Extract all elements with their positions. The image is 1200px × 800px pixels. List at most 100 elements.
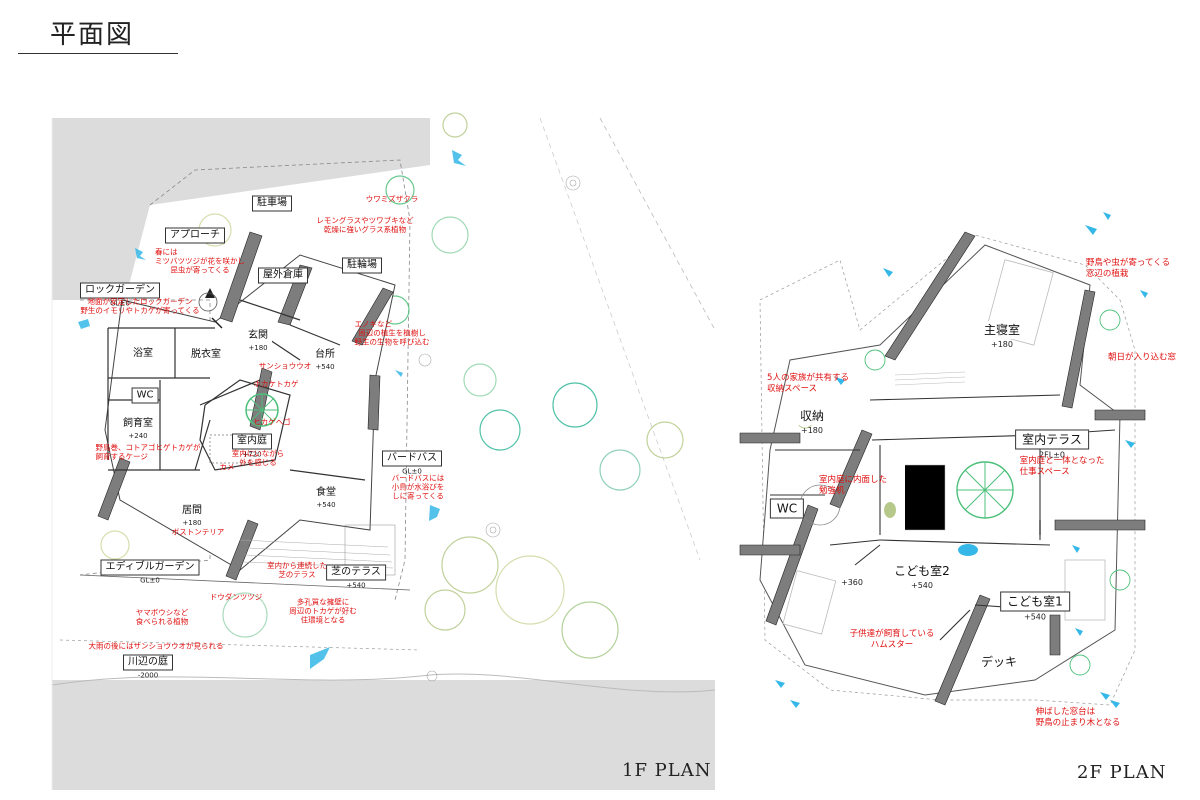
note-shared-storage: 5人の家族が共有する 収納スペース	[767, 373, 849, 395]
room-level: +540	[316, 501, 336, 509]
room-level: +240	[128, 432, 148, 440]
room-level: +180	[182, 519, 202, 527]
room-name: デッキ	[974, 653, 1024, 671]
note-line: ボストンテリア	[171, 527, 225, 537]
note-work-space: 室内庭と一体となった 仕事スペース	[1020, 456, 1105, 478]
note-uwamizuzakura: ウワミズザクラ	[366, 195, 419, 204]
room-rock-garden: ロックガーデン GL±0	[80, 278, 160, 309]
note-enoki: エノキなど 周辺の植生を植樹し 野生の生物を呼び込む	[355, 320, 430, 347]
note-line: 野鳥の止まり木となる	[1035, 718, 1121, 728]
room-name: 駐車場	[252, 195, 292, 212]
room-level: +540	[315, 363, 335, 371]
room-name: 台所	[311, 348, 339, 362]
room-name: 居間	[178, 504, 206, 518]
room-approach: アプローチ	[165, 223, 225, 244]
room-outdoor-storage: 屋外倉庫	[258, 263, 308, 284]
note-line: 朝日が入り込む窓	[1107, 352, 1177, 363]
note-line: 地面が安定したロックガーデン	[87, 297, 193, 306]
note-line: 野生の生物を呼び込む	[354, 337, 430, 347]
note-line: 飼育するケージ	[95, 452, 148, 461]
room-deck: デッキ	[974, 651, 1024, 671]
note-line: 窓辺の植栽	[1085, 269, 1129, 279]
note-window-sill-perch: 伸ばした窓台は 野鳥の止まり木となる	[1036, 707, 1121, 729]
note-line: 野鳥や虫が寄ってくる	[1085, 258, 1171, 268]
note-line: 周辺の植生を植樹し	[358, 328, 426, 338]
room-name: 室内テラス	[1015, 429, 1089, 450]
room-name: 玄関	[244, 329, 272, 343]
note-boston-terrier: ボストンテリア	[172, 528, 225, 537]
room-edible-garden: エディブルガーデン GL±0	[100, 555, 200, 586]
room-lawn-terrace: 芝のテラス +540	[326, 560, 386, 591]
room-level: +540	[346, 581, 366, 590]
note-line: 室内から連続した	[267, 561, 327, 570]
room-indoor-garden: 室内庭 +720	[232, 429, 272, 460]
room-wc-2f: WC	[769, 498, 805, 519]
note-line: 昆虫が寄ってくる	[170, 265, 230, 275]
note-continuous-terrace: 室内から連続した 芝のテラス	[267, 561, 327, 579]
room-name: 飼育室	[119, 417, 157, 431]
note-line: 春には	[155, 247, 178, 257]
note-study-desk: 室内庭に内面した 勉強机	[819, 475, 887, 497]
room-name: こども室2	[888, 562, 956, 580]
plan2-label: 2F PLAN	[1077, 762, 1167, 783]
level-marker: +360	[841, 577, 863, 587]
note-line: レモングラスやツワブキなど	[316, 216, 414, 225]
note-line: ヤマボウシなど	[135, 608, 189, 617]
plan1-site	[51, 117, 716, 790]
note-line: 仕事スペース	[1019, 467, 1070, 477]
note-line: 室内庭と一体となった	[1019, 456, 1105, 466]
note-porous-wall: 多孔質な擁壁に 周辺のトカゲが好む 住環境となる	[289, 598, 357, 625]
room-dressing: 脱衣室	[187, 342, 225, 362]
page-title: 平面図	[50, 20, 135, 50]
level-value: +360	[841, 578, 863, 587]
note-line: ドウダンツツジ	[209, 592, 263, 602]
note-azalea-spring: 春には ミツバツツジが花を咲かし 昆虫が寄ってくる	[155, 248, 245, 275]
note-hikagehego: ヒカゲヘゴ	[253, 418, 291, 427]
note-line: 野生のイモリやトカゲが寄ってくる	[80, 306, 200, 315]
note-hokaketokage: ホカケトカゲ	[254, 380, 299, 389]
room-name: 駐輪場	[342, 257, 382, 274]
note-line: エノキなど	[354, 319, 393, 329]
note-line: 多孔質な擁壁に	[296, 597, 350, 607]
note-line: ウワミズザクラ	[365, 194, 419, 204]
room-name: 屋外倉庫	[258, 267, 308, 284]
note-line: しに寄ってくる	[392, 491, 444, 501]
room-name: バードバス	[382, 450, 442, 467]
plan2-building	[739, 212, 1148, 708]
title-underline	[18, 53, 178, 54]
room-level: +540	[911, 581, 933, 590]
room-name: 浴室	[129, 347, 157, 361]
room-level: GL±0	[140, 576, 160, 585]
room-breeding: 飼育室 +240	[119, 411, 157, 441]
room-name: 脱衣室	[187, 348, 225, 362]
room-level: +180	[801, 426, 823, 435]
note-line: 大雨の後にはサンショウウオが見られる	[88, 641, 224, 651]
note-line: 室内にいながら	[231, 449, 285, 458]
note-breeding-cage: 野鳥巻、コトアゴヒゲトカゲが 飼育するケージ	[96, 443, 201, 461]
room-name: 収納	[793, 407, 831, 425]
note-line: バードバスには	[391, 473, 445, 483]
note-rock-garden: 地面が安定したロックガーデン 野生のイモリやトカゲが寄ってくる	[80, 297, 199, 315]
room-level: GL±0	[402, 467, 422, 476]
room-name: 食堂	[312, 486, 340, 500]
note-heavy-rain: 大雨の後にはサンショウウオが見られる	[89, 642, 224, 651]
room-riverside-garden: 川辺の庭 -2000	[123, 650, 173, 681]
note-morning-window: 朝日が入り込む窓	[1108, 353, 1176, 364]
room-name: 芝のテラス	[326, 564, 386, 581]
note-line: 芝のテラス	[278, 570, 316, 579]
room-level: +180	[248, 344, 268, 352]
note-feel-outside: 室内にいながら 外を感じる	[232, 449, 285, 467]
note-line: 伸ばした窓台は	[1035, 707, 1096, 717]
plan1-label: 1F PLAN	[622, 760, 712, 781]
note-hamster: 子供達が飼育している ハムスター	[850, 629, 935, 651]
room-parking: 駐車場	[252, 191, 292, 212]
room-indoor-terrace: 室内テラス 2FL±0	[1015, 429, 1089, 460]
note-edible-plants: ヤマボウシなど 食べられる植物	[136, 608, 189, 626]
note-line: 周辺のトカゲが好む	[289, 606, 357, 616]
note-line: 住環境となる	[300, 615, 346, 625]
room-name: 主寝室	[977, 321, 1027, 339]
room-level: -2000	[137, 671, 159, 680]
note-lemongrass: レモングラスやツワブキなど 乾燥に強いグラス系植物	[316, 216, 413, 234]
note-line: カメ	[219, 462, 235, 472]
